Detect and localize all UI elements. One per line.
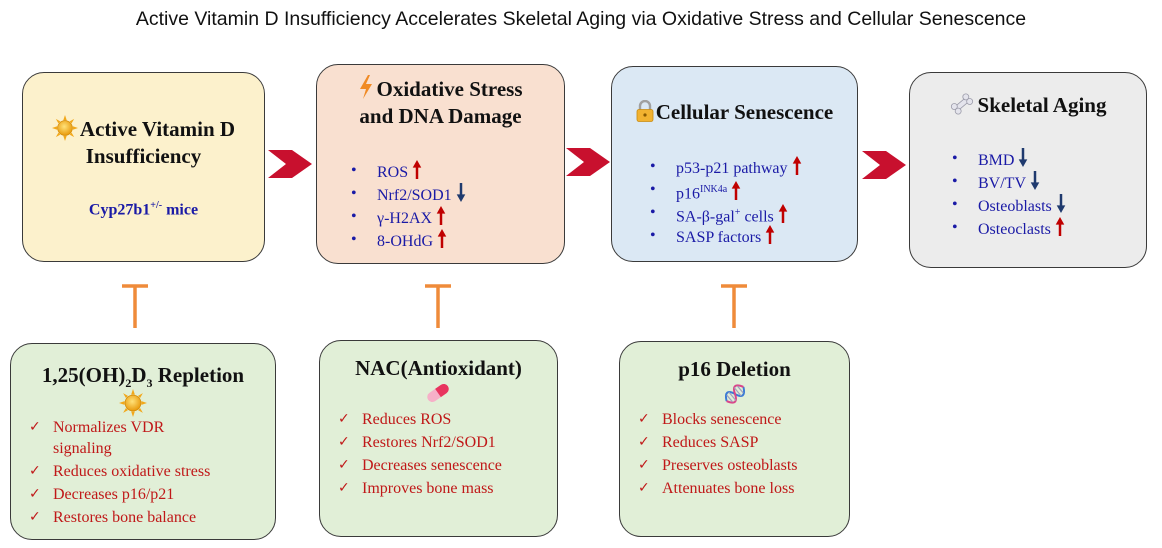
- dna-icon: [724, 384, 746, 404]
- list-item: Restores bone balance: [25, 507, 265, 528]
- up-arrow-icon: [436, 205, 446, 226]
- list-item: γ-H2AX: [347, 205, 466, 228]
- list-item: BV/TV: [948, 170, 1066, 193]
- box4-title: Skeletal Aging: [977, 93, 1107, 117]
- box2-title-line1: Oxidative Stress: [376, 77, 523, 101]
- oxidative-stress-list: ROS Nrf2/SOD1 γ-H2AX 8-OHdG: [347, 159, 466, 251]
- box1-subtitle: Cyp27b1+/- mice: [88, 200, 199, 219]
- cellular-senescence-list: p53-p21 pathway p16INK4a SA-β-gal+ cells…: [646, 155, 802, 247]
- list-item: Attenuates bone loss: [634, 478, 798, 499]
- list-item: Reduces oxidative stress: [25, 461, 265, 482]
- list-item: Preserves osteoblasts: [634, 455, 798, 476]
- up-arrow-icon: [1055, 216, 1065, 237]
- list-item: Normalizes VDR signaling: [25, 417, 213, 459]
- nac-title: NAC(Antioxidant): [355, 356, 522, 380]
- list-item: Osteoclasts: [948, 216, 1066, 239]
- box-oxidative-stress: Oxidative Stress and DNA Damage ROS Nrf2…: [316, 64, 565, 264]
- box-vitamin-d-repletion: 1,25(OH)2D3 Repletion Normalizes VDR sig…: [10, 343, 276, 540]
- down-arrow-icon: [1018, 147, 1028, 168]
- up-arrow-icon: [765, 224, 775, 245]
- nac-effects-list: Reduces ROS Restores Nrf2/SOD1 Decreases…: [334, 409, 502, 501]
- list-item: SA-β-gal+ cells: [646, 201, 802, 225]
- box3-title: Cellular Senescence: [655, 100, 834, 124]
- up-arrow-icon: [778, 203, 788, 224]
- box-skeletal-aging: Skeletal Aging BMD BV/TV Osteoblasts Ost…: [909, 72, 1147, 268]
- box2-title-line2: and DNA Damage: [359, 104, 522, 128]
- list-item: Decreases p16/p21: [25, 484, 265, 505]
- list-item: 8-OHdG: [347, 228, 466, 251]
- inhibitor-bar-3: [721, 284, 747, 328]
- list-item: BMD: [948, 147, 1066, 170]
- down-arrow-icon: [1030, 170, 1040, 191]
- list-item: Improves bone mass: [334, 478, 502, 499]
- box-p16-deletion: p16 Deletion Blocks senescence Reduces S…: [619, 341, 850, 537]
- list-item: p16INK4a: [646, 178, 802, 202]
- list-item: Osteoblasts: [948, 193, 1066, 216]
- bone-icon: [950, 93, 973, 115]
- list-item: ROS: [347, 159, 466, 182]
- box-vitamin-d-insufficiency: Active Vitamin D Insufficiency Cyp27b1+/…: [22, 72, 265, 262]
- up-arrow-icon: [437, 228, 447, 249]
- sun-icon: [52, 115, 78, 141]
- list-item: Nrf2/SOD1: [347, 182, 466, 205]
- list-item: Reduces SASP: [634, 432, 798, 453]
- chevron-arrow-1: [268, 150, 312, 178]
- pill-icon: [427, 383, 449, 403]
- list-item: Blocks senescence: [634, 409, 798, 430]
- skeletal-aging-list: BMD BV/TV Osteoblasts Osteoclasts: [948, 147, 1066, 239]
- chevron-arrow-2: [566, 148, 610, 176]
- lock-icon: [636, 100, 654, 122]
- up-arrow-icon: [792, 155, 802, 176]
- up-arrow-icon: [412, 159, 422, 180]
- box-nac-antioxidant: NAC(Antioxidant) Reduces ROS Restores Nr…: [319, 340, 558, 537]
- repletion-effects-list: Normalizes VDR signaling Reduces oxidati…: [25, 417, 265, 530]
- box1-title-line2: Insufficiency: [85, 144, 202, 168]
- inhibitor-bar-2: [425, 284, 451, 328]
- inhibitor-bar-1: [122, 284, 148, 328]
- up-arrow-icon: [731, 180, 741, 201]
- box-cellular-senescence: Cellular Senescence p53-p21 pathway p16I…: [611, 66, 858, 262]
- list-item: p53-p21 pathway: [646, 155, 802, 178]
- lightning-icon: [360, 75, 373, 99]
- p16-effects-list: Blocks senescence Reduces SASP Preserves…: [634, 409, 798, 501]
- box1-title-line1: Active Vitamin D: [79, 117, 236, 141]
- down-arrow-icon: [1056, 193, 1066, 214]
- diagram-title: Active Vitamin D Insufficiency Accelerat…: [135, 8, 1027, 30]
- sun-icon: [119, 389, 147, 417]
- list-item: Reduces ROS: [334, 409, 502, 430]
- chevron-arrow-3: [862, 151, 906, 179]
- list-item: SASP factors: [646, 224, 802, 247]
- p16-deletion-title: p16 Deletion: [678, 357, 791, 381]
- down-arrow-icon: [456, 182, 466, 203]
- repletion-title: 1,25(OH)2D3 Repletion: [41, 363, 245, 391]
- list-item: Restores Nrf2/SOD1: [334, 432, 502, 453]
- list-item: Decreases senescence: [334, 455, 502, 476]
